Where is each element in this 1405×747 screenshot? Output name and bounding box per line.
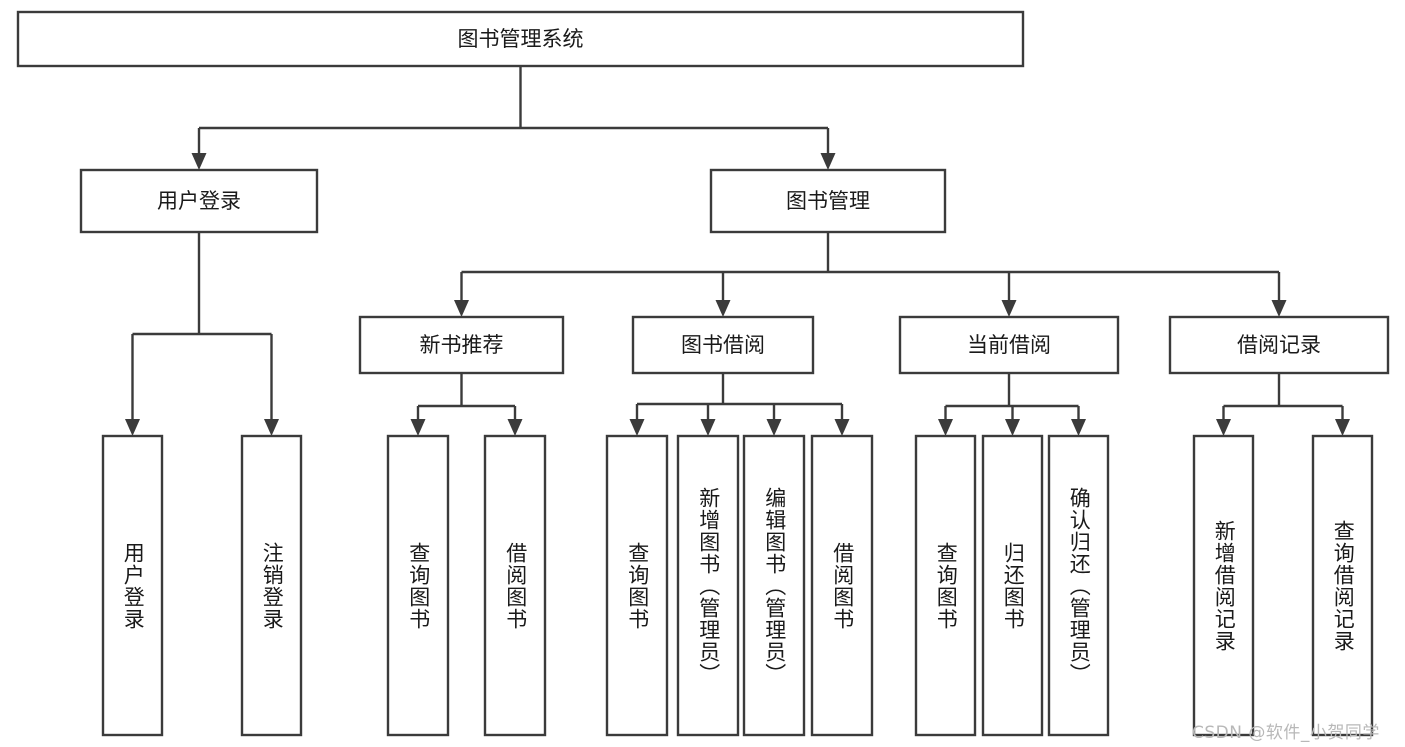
boxes-layer (16, 10, 1390, 737)
node-box-root[interactable] (16, 10, 1025, 68)
node-box-l2_0[interactable] (358, 315, 565, 375)
node-box-leaf_4[interactable] (605, 434, 669, 737)
arrow-head-icon (191, 153, 207, 170)
arrow-head-icon (629, 419, 645, 436)
node-box-leaf_5[interactable] (676, 434, 740, 737)
node-label-l2_3: 借阅记录 (1237, 333, 1321, 357)
node-box-leaf_2[interactable] (386, 434, 450, 737)
node-label-l1_0: 用户登录 (157, 189, 241, 213)
arrow-head-icon (264, 419, 279, 436)
arrow-head-icon (1071, 419, 1086, 436)
arrow-head-icon (454, 300, 469, 317)
arrow-head-icon (1271, 300, 1287, 317)
arrow-head-icon (766, 419, 782, 436)
node-box-l2_2[interactable] (898, 315, 1120, 375)
node-box-leaf_0[interactable] (101, 434, 164, 737)
arrow-head-icon (125, 419, 140, 436)
arrow-head-icon (1335, 419, 1350, 436)
node-box-leaf_10[interactable] (1047, 434, 1110, 737)
node-label-l2_1: 图书借阅 (681, 333, 765, 357)
node-box-leaf_3[interactable] (483, 434, 547, 737)
node-box-l1_1[interactable] (709, 168, 947, 234)
arrow-head-icon (820, 153, 836, 170)
arrow-head-icon (715, 300, 731, 317)
arrow-head-icon (938, 419, 953, 436)
node-box-leaf_12[interactable] (1311, 434, 1374, 737)
arrow-head-icon (1005, 419, 1020, 436)
node-box-leaf_8[interactable] (914, 434, 977, 737)
arrow-head-icon (834, 419, 850, 436)
csdn-watermark: CSDN @软件_小贺同学 (1192, 723, 1380, 743)
connectors-layer (125, 66, 1350, 436)
node-box-l2_3[interactable] (1168, 315, 1390, 375)
arrow-head-icon (410, 419, 426, 436)
node-box-leaf_11[interactable] (1192, 434, 1255, 737)
node-box-l2_1[interactable] (631, 315, 815, 375)
arrow-head-icon (700, 419, 716, 436)
arrow-head-icon (1216, 419, 1231, 436)
node-box-leaf_9[interactable] (981, 434, 1044, 737)
arrow-head-icon (1001, 300, 1017, 317)
node-label-root: 图书管理系统 (458, 27, 584, 51)
node-box-leaf_7[interactable] (810, 434, 874, 737)
node-label-l1_1: 图书管理 (786, 189, 870, 213)
node-box-l1_0[interactable] (79, 168, 319, 234)
node-box-leaf_1[interactable] (240, 434, 303, 737)
node-label-l2_0: 新书推荐 (420, 333, 504, 357)
arrow-head-icon (507, 419, 523, 436)
node-label-l2_2: 当前借阅 (967, 333, 1051, 357)
node-box-leaf_6[interactable] (742, 434, 806, 737)
